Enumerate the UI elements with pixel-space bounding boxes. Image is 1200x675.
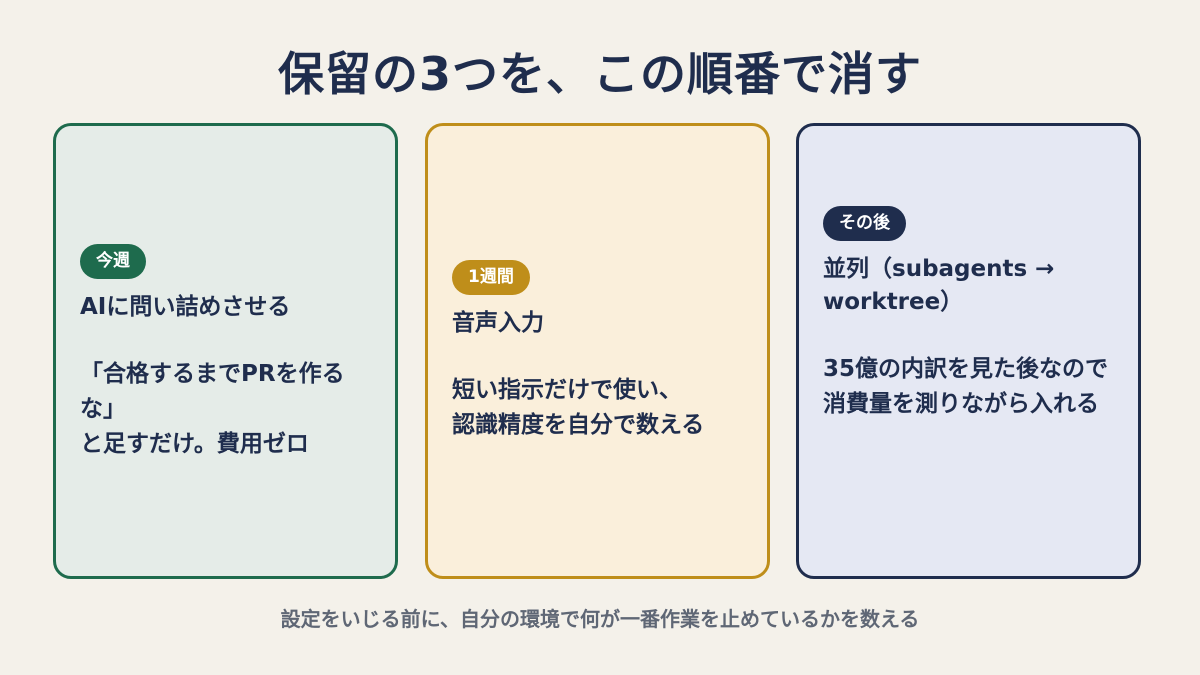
card-after: その後 並列（subagents → worktree） 35億の内訳を見た後な…	[796, 123, 1141, 579]
card-body: 短い指示だけで使い、 認識精度を自分で数える	[452, 377, 705, 438]
timing-badge: 1週間	[452, 260, 530, 295]
card-heading: AIに問い詰めさせる	[80, 294, 291, 320]
footer-note: 設定をいじる前に、自分の環境で何が一番作業を止めているかを数える	[280, 607, 920, 631]
card-body: 「合格するまでPRを作るな」 と足すだけ。費用ゼロ	[80, 361, 345, 457]
card-content: その後 並列（subagents → worktree） 35億の内訳を見た後な…	[823, 206, 1118, 422]
card-content: 1週間 音声入力 短い指示だけで使い、 認識精度を自分で数える	[452, 260, 747, 443]
card-heading: 並列（subagents → worktree）	[823, 256, 1055, 315]
card-content: 今週 AIに問い詰めさせる 「合格するまでPRを作るな」 と足すだけ。費用ゼロ	[80, 244, 375, 462]
card-one-week: 1週間 音声入力 短い指示だけで使い、 認識精度を自分で数える	[425, 123, 770, 579]
timing-badge: その後	[823, 206, 906, 241]
card-this-week: 今週 AIに問い詰めさせる 「合格するまでPRを作るな」 と足すだけ。費用ゼロ	[53, 123, 398, 579]
page-title: 保留の3つを、この順番で消す	[277, 47, 922, 101]
timing-badge: 今週	[80, 244, 146, 279]
card-heading: 音声入力	[452, 310, 544, 336]
card-body: 35億の内訳を見た後なので 消費量を測りながら入れる	[823, 356, 1109, 417]
